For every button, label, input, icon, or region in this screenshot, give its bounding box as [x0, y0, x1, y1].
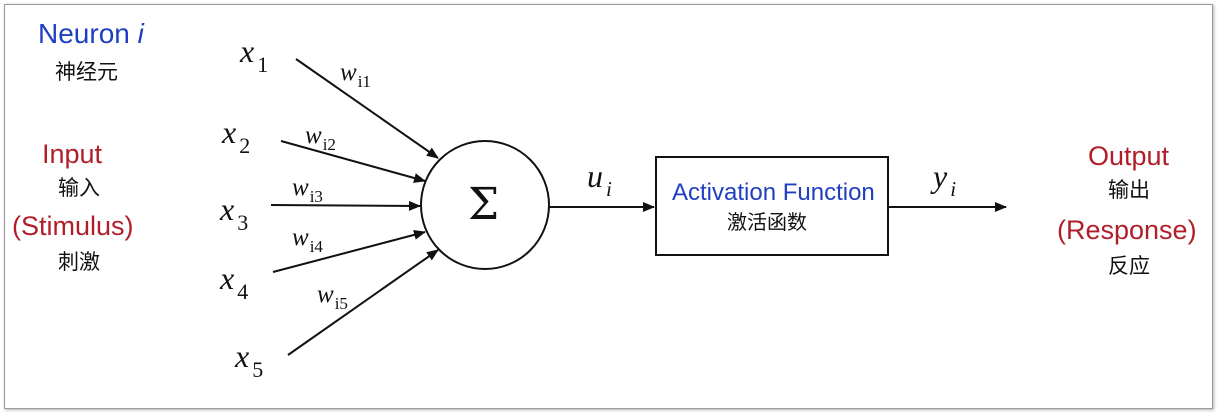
- activation-title: Activation Function: [672, 179, 875, 206]
- output-label-cn: 输出: [1108, 179, 1150, 202]
- response-label: (Response): [1057, 215, 1197, 245]
- weight-w2: wi2: [305, 122, 336, 154]
- stimulus-label-cn: 刺激: [58, 251, 100, 274]
- weight-w3: wi3: [292, 174, 323, 206]
- activation-box: [655, 156, 889, 256]
- output-label: Output: [1088, 141, 1170, 171]
- summation-node: [420, 140, 550, 270]
- neuron-label: Neuron i: [38, 18, 144, 49]
- edge-x2: [280, 140, 426, 183]
- weight-w1: wi1: [340, 59, 371, 91]
- activation-title-cn: 激活函数: [727, 212, 807, 234]
- weight-w5: wi5: [317, 281, 348, 313]
- edge-x3: [270, 200, 421, 211]
- weight-w4: wi4: [292, 224, 323, 256]
- edge-x4: [272, 229, 426, 273]
- input-label: Input: [42, 139, 103, 169]
- sigma-symbol: Σ: [468, 179, 500, 230]
- input-label-cn: 输入: [58, 177, 100, 200]
- neuron-label-cn: 神经元: [55, 61, 118, 84]
- stimulus-label: (Stimulus): [12, 211, 134, 241]
- edge-x1: [295, 58, 439, 159]
- edge-x5: [287, 249, 439, 356]
- response-label-cn: 反应: [1108, 255, 1150, 278]
